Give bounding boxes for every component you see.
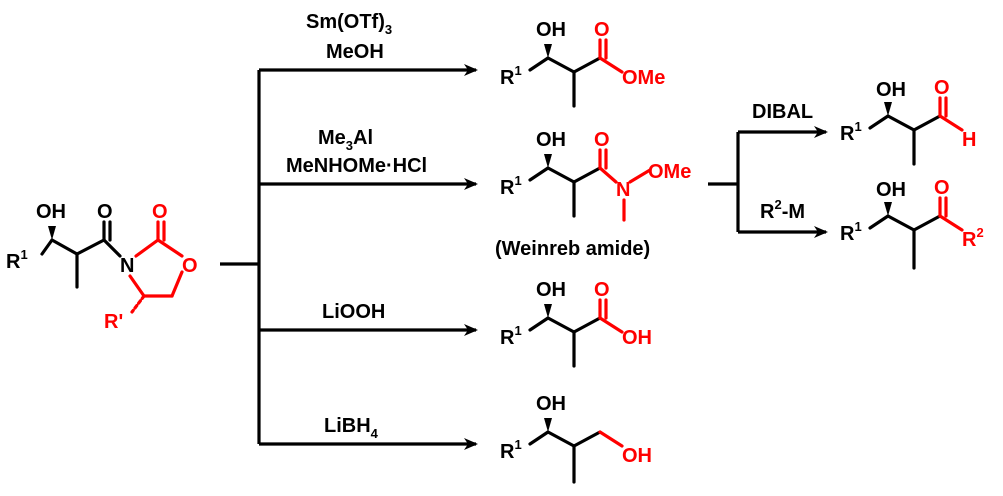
wedge-bond: [544, 304, 552, 318]
bond: [102, 238, 122, 258]
bond: [868, 114, 890, 130]
primary-oh-label: OH: [622, 445, 652, 467]
bond: [50, 238, 79, 256]
ring-o-label: O: [182, 255, 198, 277]
wedge-bond: [544, 154, 552, 168]
wedge-bond: [544, 418, 552, 432]
ring-bond: [156, 238, 184, 258]
bond: [598, 166, 618, 184]
condition-meoh: MeOH: [326, 41, 384, 63]
bond: [572, 166, 602, 184]
oh-label: OH: [536, 279, 566, 301]
weinreb-branch-arrows: [708, 126, 828, 238]
product-methyl-ester: R1 OH O OMe: [500, 19, 665, 108]
carbonyl-o-label: O: [594, 129, 610, 151]
condition-r2m: R2-M: [760, 197, 805, 223]
ring-bond: [134, 238, 160, 258]
bond: [628, 168, 652, 184]
wedge-bond: [884, 202, 892, 216]
bond: [912, 214, 942, 232]
acid-oh-label: OH: [622, 327, 652, 349]
product-carboxylic-acid: R1 OH O OH: [500, 279, 652, 368]
bond: [572, 430, 602, 448]
product-weinreb-amide: R1 OH O N OMe (Weinreb amide): [495, 129, 691, 260]
r1-label: R1: [500, 173, 522, 199]
bond: [546, 166, 576, 184]
r-prime-label: R': [104, 311, 123, 333]
condition-menhome: MeNHOMe·HCl: [286, 155, 427, 177]
ome-label: OMe: [622, 67, 665, 89]
r1-label: R1: [500, 323, 522, 349]
oh-label: OH: [536, 19, 566, 41]
bond: [912, 114, 942, 132]
oh-label: OH: [876, 179, 906, 201]
hash-bond: [130, 294, 146, 314]
r1-label: R1: [840, 119, 862, 145]
bond: [868, 214, 890, 230]
bond: [572, 56, 602, 74]
wedge-bond: [884, 102, 892, 116]
bond: [528, 166, 550, 182]
carbonyl-o-label: O: [97, 201, 113, 223]
condition-dibal: DIBAL: [752, 101, 813, 123]
ring-bond: [170, 270, 184, 298]
n-label: N: [616, 179, 630, 201]
r2-label: R2: [962, 225, 984, 251]
oh-label: OH: [36, 201, 66, 223]
wedge-bond: [544, 44, 552, 58]
product-aldehyde: R1 OH O H: [840, 77, 976, 166]
bond: [75, 238, 106, 256]
bond: [572, 316, 602, 334]
condition-libh4: LiBH4: [324, 415, 379, 441]
n-label: N: [120, 255, 134, 277]
r1-label: R1: [840, 219, 862, 245]
carbonyl-o-label: O: [934, 177, 950, 199]
h-label: H: [962, 129, 976, 151]
r1-label: R1: [500, 63, 522, 89]
condition-liooh: LiOOH: [322, 301, 385, 323]
bond: [528, 316, 550, 332]
bond: [528, 430, 550, 446]
product-diol: R1 OH OH: [500, 393, 652, 484]
ring-carbonyl-o-label: O: [152, 201, 168, 223]
carbonyl-o-label: O: [594, 279, 610, 301]
condition-me3al: Me3Al: [318, 127, 373, 153]
carbonyl-o-label: O: [934, 77, 950, 99]
branch-arrows: [220, 64, 478, 450]
oh-label: OH: [876, 79, 906, 101]
bond: [598, 316, 624, 334]
carbonyl-o-label: O: [594, 19, 610, 41]
bond: [886, 214, 916, 232]
oh-label: OH: [536, 129, 566, 151]
bond: [598, 56, 624, 74]
bond: [40, 238, 54, 256]
starting-material: OH R1 O N O O R': [6, 201, 198, 333]
wedge-bond: [48, 226, 56, 240]
bond: [938, 114, 964, 132]
weinreb-caption: (Weinreb amide): [495, 238, 650, 260]
ring-bond: [128, 274, 146, 298]
bond: [598, 430, 624, 448]
bond: [528, 56, 550, 72]
condition-smotf3: Sm(OTf)3: [306, 11, 392, 37]
product-ketone: R1 OH O R2: [840, 177, 984, 270]
bond: [546, 316, 576, 334]
bond: [938, 214, 964, 232]
bond: [546, 430, 576, 448]
oh-label: OH: [536, 393, 566, 415]
ome-label: OMe: [648, 161, 691, 183]
bond: [886, 114, 916, 132]
bond: [546, 56, 576, 74]
r1-label: R1: [6, 247, 28, 273]
r1-label: R1: [500, 437, 522, 463]
